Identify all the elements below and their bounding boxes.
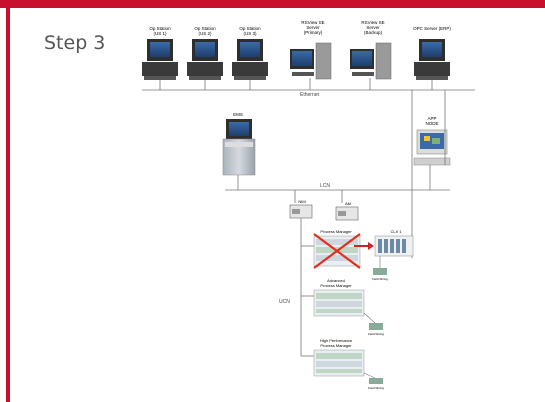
- opc-server-label: OPC Server (ERP): [413, 26, 451, 31]
- hpm-label: High Performance: [320, 338, 353, 343]
- rsview-backup-sub2: (Backup): [364, 30, 383, 35]
- app-sub: NODE: [425, 121, 438, 126]
- op-station-3: Op Station (US 3): [232, 26, 268, 80]
- op-station-1: Op Station (US 1): [142, 26, 178, 80]
- advanced-process-manager: Advanced Process Manager Field Wiring: [313, 278, 384, 336]
- replace-cross-icon: [313, 233, 361, 269]
- nim-node: NIM: [289, 199, 313, 219]
- hpm-label-2: Process Manager: [320, 343, 352, 348]
- rsview-primary-sub: Server: [306, 25, 320, 30]
- ucn-bus: [300, 90, 413, 357]
- ucn-label: UCN: [279, 299, 290, 305]
- op-station-2-label: Op Station: [194, 26, 216, 31]
- op-station-3-label: Op Station: [239, 26, 261, 31]
- process-manager: Process Manager: [313, 229, 361, 267]
- opc-server: OPC Server (ERP): [413, 26, 451, 80]
- high-performance-process-manager: High Performance Process Manager Field W…: [313, 338, 384, 390]
- clx-field-label: Field Wiring: [372, 277, 388, 281]
- ethernet-bus: [142, 78, 475, 91]
- am-node: AM: [335, 201, 359, 221]
- am-label: AM: [345, 201, 351, 206]
- rsview-backup-sub: Server: [366, 25, 380, 30]
- top-accent-bar: [0, 0, 545, 8]
- ems-label: EMS: [233, 112, 243, 117]
- apm-label-2: Process Manager: [320, 283, 352, 288]
- lcn-bus: [225, 90, 450, 203]
- lcn-label: LCN: [320, 183, 330, 189]
- rsview-backup-label: RSView SE: [361, 20, 384, 25]
- rsview-primary-server: RSView SE Server (Primary): [290, 20, 332, 80]
- left-accent-bar: [6, 0, 10, 402]
- rsview-backup-server: RSView SE Server (Backup): [350, 20, 392, 80]
- clx-label: CLX 1: [390, 229, 402, 234]
- migration-arrow-icon: [354, 242, 374, 250]
- system-architecture-diagram: Op Station (US 1) Op Station (US 2) Op S…: [130, 18, 475, 393]
- op-station-1-sub: (US 1): [153, 31, 167, 36]
- op-station-3-sub: (US 3): [243, 31, 257, 36]
- clx-controller: CLX 1 Field Wiring: [372, 229, 414, 281]
- rsview-primary-label: RSView SE: [301, 20, 324, 25]
- nim-label: NIM: [298, 199, 305, 204]
- ethernet-label: Ethernet: [300, 92, 320, 98]
- op-station-2: Op Station (US 2): [187, 26, 223, 80]
- op-station-1-label: Op Station: [149, 26, 171, 31]
- apm-label: Advanced: [327, 278, 345, 283]
- process-manager-label: Process Manager: [320, 229, 352, 234]
- op-station-2-sub: (US 2): [198, 31, 212, 36]
- hpm-field-label: Field Wiring: [368, 386, 384, 390]
- app-node: APP NODE: [413, 116, 451, 166]
- app-label: APP: [427, 116, 436, 121]
- rsview-primary-sub2: (Primary): [304, 30, 323, 35]
- ems-console: EMS: [222, 112, 256, 176]
- apm-field-label: Field Wiring: [368, 332, 384, 336]
- step-title: Step 3: [44, 32, 106, 54]
